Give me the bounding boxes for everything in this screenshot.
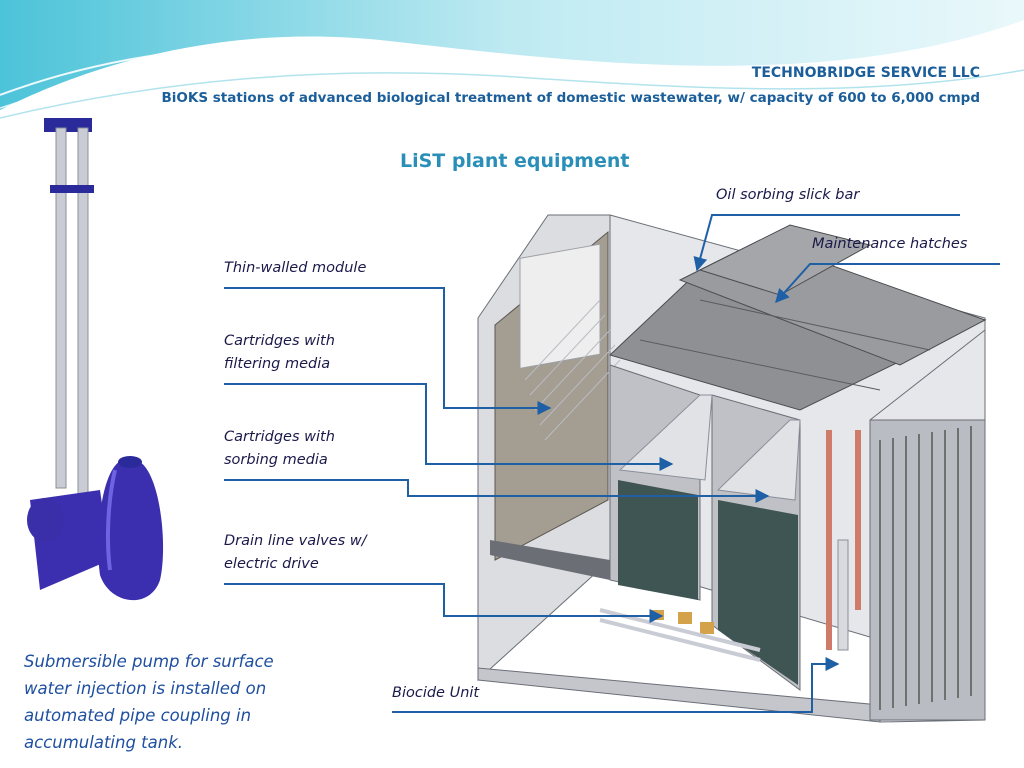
header-wave-decoration	[0, 0, 1024, 119]
label-oil-sorbing: Oil sorbing slick bar	[716, 187, 860, 203]
caption-line-3: automated pipe coupling in	[24, 706, 252, 725]
list-plant-image	[477, 214, 987, 723]
label-thin-walled-module: Thin-walled module	[224, 260, 367, 276]
label-sorbing-line-1: Cartridges with	[224, 429, 335, 445]
label-biocide-unit: Biocide Unit	[392, 685, 480, 701]
pump-caption: Submersible pump for surface water injec…	[24, 648, 324, 756]
leader-oil-sorbing	[693, 214, 960, 272]
leader-drain	[224, 583, 664, 623]
leader-maintenance	[775, 263, 1000, 304]
label-drain-line-1: Drain line valves w/	[224, 533, 367, 549]
label-sorbing-cartridges: Cartridges with sorbing media	[224, 426, 335, 472]
label-sorbing-line-2: sorbing media	[224, 452, 328, 468]
label-drain-valves: Drain line valves w/ electric drive	[224, 530, 367, 576]
label-maintenance-hatches: Maintenance hatches	[812, 236, 968, 252]
submersible-pump-image	[27, 118, 164, 601]
caption-line-2: water injection is installed on	[24, 679, 267, 698]
slide-heading: LiST plant equipment	[400, 150, 630, 172]
label-filtering-line-2: filtering media	[224, 356, 331, 372]
caption-line-4: accumulating tank.	[24, 733, 184, 752]
label-filtering-cartridges: Cartridges with filtering media	[224, 330, 335, 376]
leader-sorbing	[224, 479, 770, 503]
caption-line-1: Submersible pump for surface	[24, 652, 274, 671]
company-name: TECHNOBRIDGE SERVICE LLC	[751, 65, 980, 81]
leader-thin-walled	[224, 287, 552, 415]
leader-biocide	[392, 657, 840, 713]
slide-subtitle: BiOKS stations of advanced biological tr…	[161, 90, 980, 106]
leader-filtering	[224, 383, 674, 471]
label-drain-line-2: electric drive	[224, 556, 319, 572]
label-filtering-line-1: Cartridges with	[224, 333, 335, 349]
